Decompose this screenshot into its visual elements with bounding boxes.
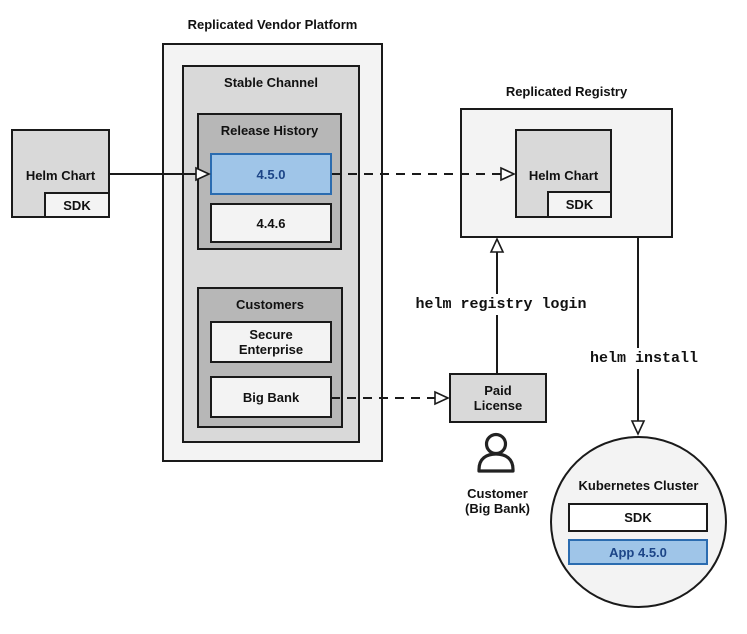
release-item-4-4-6[interactable]: 4.4.6	[210, 203, 332, 243]
customer-caption-line1: Customer	[467, 486, 528, 501]
cluster-sdk-box: SDK	[568, 503, 708, 532]
person-icon	[477, 432, 515, 473]
release-history-title: Release History	[220, 123, 319, 138]
customer-item-big-bank[interactable]: Big Bank	[210, 376, 332, 418]
registry-box: Helm Chart SDK	[460, 108, 673, 238]
customer-name-label: Secure Enterprise	[238, 327, 304, 357]
paid-license-box: Paid License	[449, 373, 547, 423]
vendor-sdk-box: SDK	[44, 192, 110, 218]
release-item-4-5-0[interactable]: 4.5.0	[210, 153, 332, 195]
registry-helm-chart-label: Helm Chart	[528, 168, 599, 183]
vendor-helm-chart-label: Helm Chart	[25, 168, 96, 183]
release-history-box: Release History 4.5.0 4.4.6	[197, 113, 342, 250]
arrow-license-to-registry-head	[489, 237, 505, 253]
cluster-sdk-label: SDK	[624, 510, 652, 525]
vendor-platform-title: Replicated Vendor Platform	[187, 17, 358, 32]
cluster-app-box: App 4.5.0	[568, 539, 708, 565]
stable-channel-title: Stable Channel	[224, 75, 318, 90]
paid-license-label-line2: License	[473, 398, 523, 413]
arrow-bigbank-to-license-head	[434, 390, 450, 406]
command-install: helm install	[578, 348, 710, 369]
kubernetes-cluster-circle: Kubernetes Cluster SDK App 4.5.0	[550, 436, 727, 608]
registry-title: Replicated Registry	[505, 84, 628, 99]
registry-sdk-box: SDK	[547, 191, 612, 218]
customer-name-label: Big Bank	[242, 389, 300, 405]
customers-title: Customers	[236, 297, 304, 312]
vendor-helm-chart-box: Helm Chart SDK	[11, 129, 110, 218]
vendor-sdk-label: SDK	[63, 197, 91, 213]
command-registry-login: helm registry login	[404, 294, 598, 315]
paid-license-label-line1: Paid	[484, 383, 512, 398]
customer-caption-line2: (Big Bank)	[465, 501, 530, 516]
vendor-platform-box: Stable Channel Release History 4.5.0 4.4…	[162, 43, 383, 462]
registry-sdk-label: SDK	[565, 197, 594, 212]
customer-item-secure-enterprise[interactable]: Secure Enterprise	[210, 321, 332, 363]
release-version-label: 4.4.6	[256, 215, 286, 231]
kubernetes-cluster-title: Kubernetes Cluster	[578, 478, 699, 493]
cluster-app-label: App 4.5.0	[609, 544, 667, 560]
registry-helm-chart-box: Helm Chart SDK	[515, 129, 612, 218]
customer-caption: Customer (Big Bank)	[435, 486, 560, 516]
customers-box: Customers Secure Enterprise Big Bank	[197, 287, 343, 428]
arrow-registry-to-cluster-head	[630, 420, 646, 436]
stable-channel-box: Stable Channel Release History 4.5.0 4.4…	[182, 65, 360, 443]
release-version-label: 4.5.0	[256, 166, 286, 182]
